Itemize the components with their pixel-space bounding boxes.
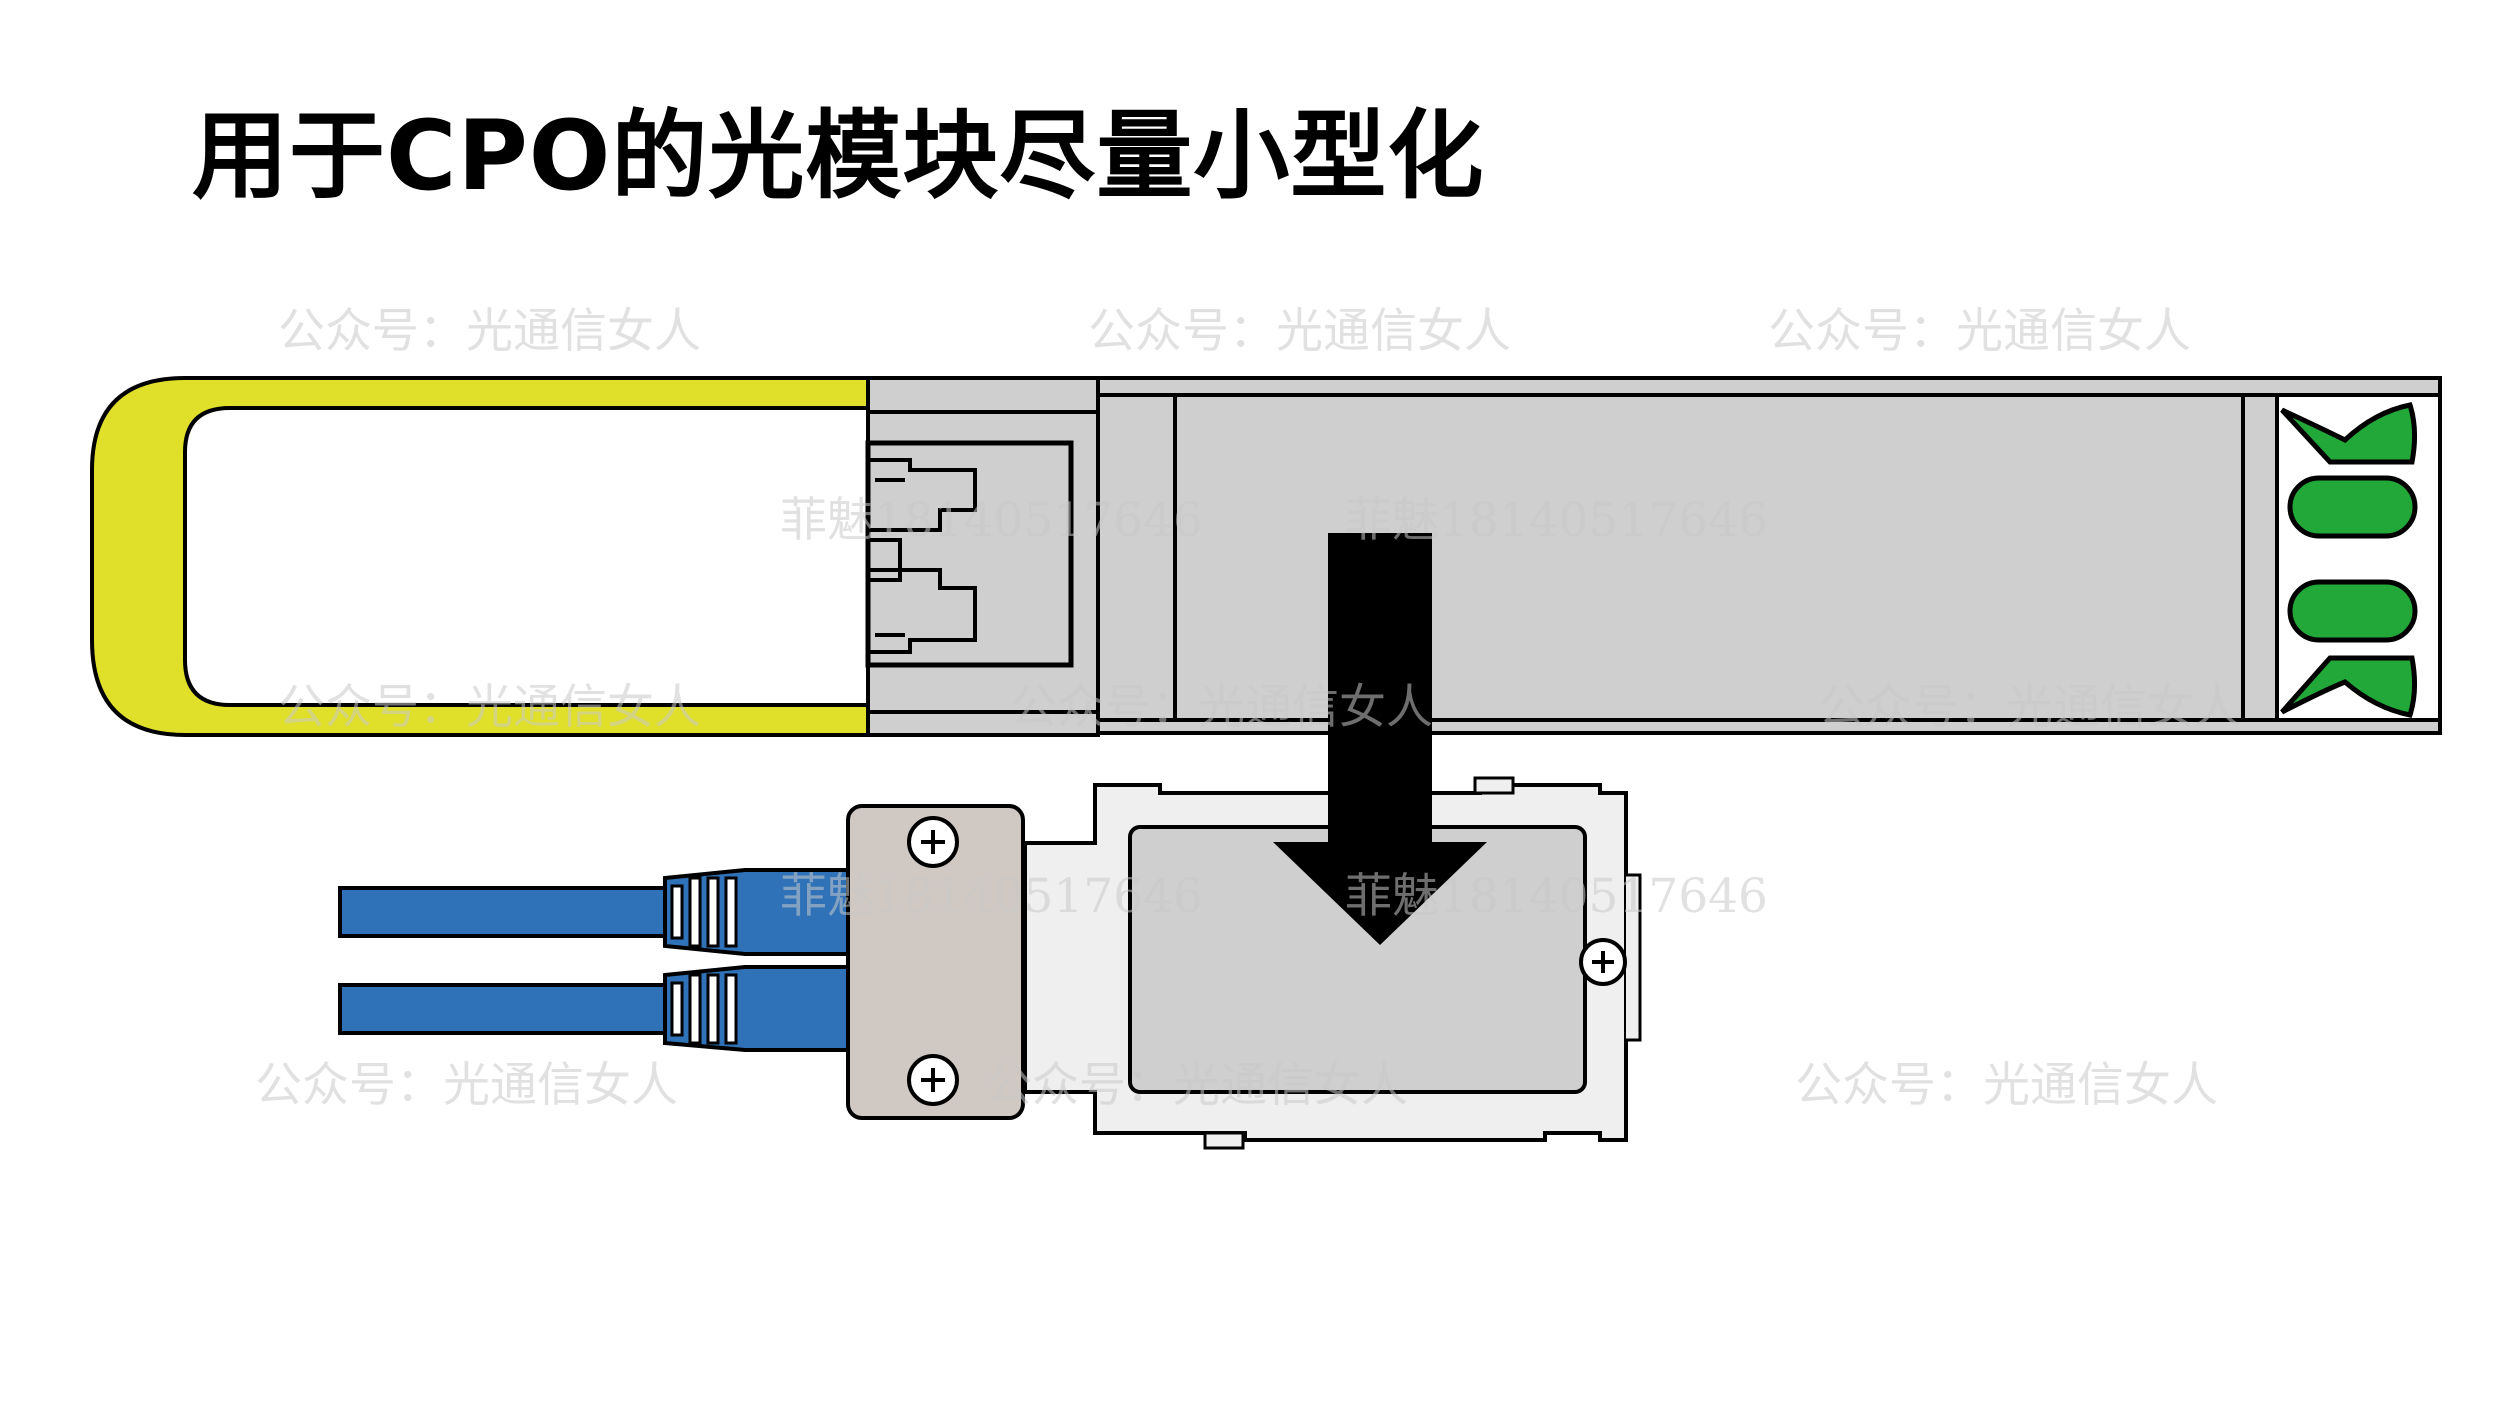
contact-pads xyxy=(2280,402,2418,718)
page-title: 用于CPO的光模块尽量小型化 xyxy=(192,100,1485,212)
down-arrow-icon xyxy=(1273,533,1487,945)
pull-bail xyxy=(90,376,870,737)
small-cpo-module xyxy=(338,776,1642,1150)
port-latches xyxy=(868,458,977,654)
grip-plate xyxy=(846,804,1025,1120)
front-housing xyxy=(866,376,1100,737)
large-optical-module xyxy=(90,376,2442,737)
connector-port xyxy=(865,440,1074,668)
fiber-cables xyxy=(338,868,852,1052)
